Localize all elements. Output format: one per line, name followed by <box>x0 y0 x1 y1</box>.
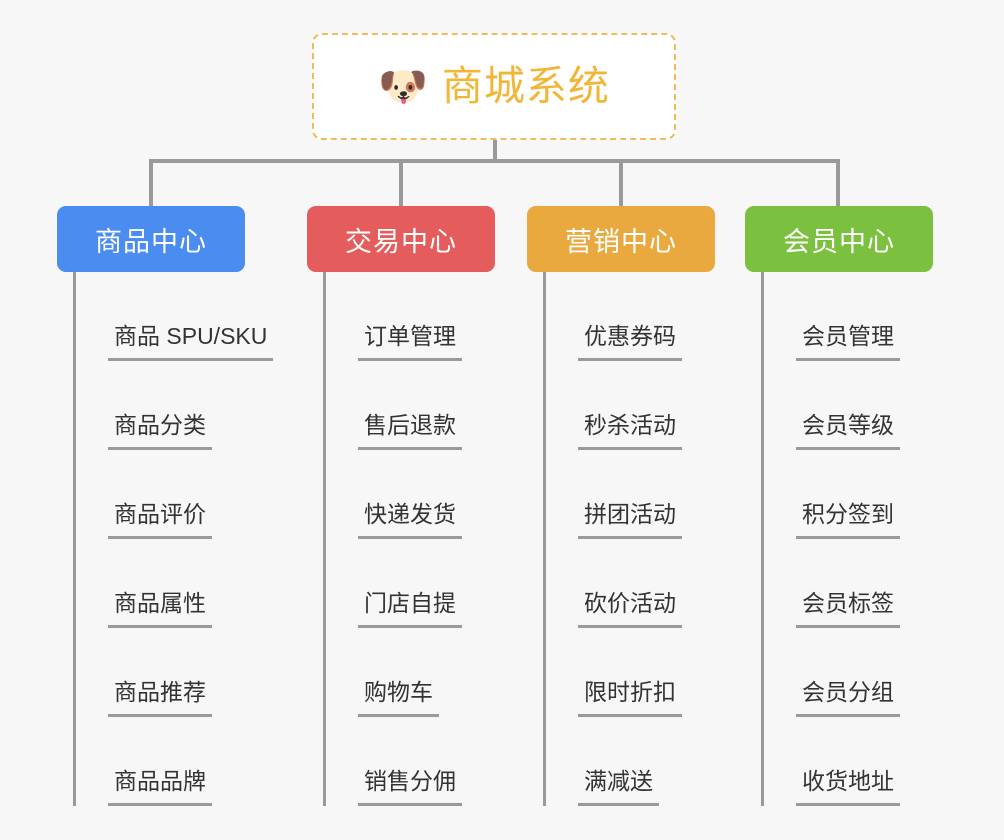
list-item[interactable]: 快递发货 <box>326 450 527 539</box>
list-item[interactable]: 拼团活动 <box>546 450 747 539</box>
leaf-label: 优惠券码 <box>578 322 682 361</box>
list-item[interactable]: 商品 SPU/SKU <box>76 272 277 361</box>
leaf-label: 商品品牌 <box>108 767 212 806</box>
column-product-center: 商品中心 商品 SPU/SKU 商品分类 商品评价 商品属性 商品推荐 商品品牌 <box>57 206 277 806</box>
connector-drop-1 <box>149 159 153 206</box>
leaf-label: 商品 SPU/SKU <box>108 322 274 361</box>
leaf-label: 满减送 <box>578 767 659 806</box>
leaf-label: 会员标签 <box>796 589 900 628</box>
leaf-label: 秒杀活动 <box>578 411 682 450</box>
connector-drop-4 <box>836 159 840 206</box>
leaf-label: 售后退款 <box>358 411 462 450</box>
category-header-product-center[interactable]: 商品中心 <box>57 206 245 272</box>
list-item[interactable]: 商品评价 <box>76 450 277 539</box>
list-item[interactable]: 订单管理 <box>326 272 527 361</box>
leaf-label: 订单管理 <box>358 322 462 361</box>
category-header-marketing-center[interactable]: 营销中心 <box>527 206 715 272</box>
leaf-list-member-center: 会员管理 会员等级 积分签到 会员标签 会员分组 收货地址 <box>761 272 965 806</box>
list-item[interactable]: 砍价活动 <box>546 539 747 628</box>
connector-drop-3 <box>619 159 623 206</box>
leaf-label: 积分签到 <box>796 500 900 539</box>
leaf-label: 砍价活动 <box>578 589 682 628</box>
list-item[interactable]: 商品属性 <box>76 539 277 628</box>
leaf-label: 会员管理 <box>796 322 900 361</box>
list-item[interactable]: 积分签到 <box>764 450 965 539</box>
list-item[interactable]: 购物车 <box>326 628 527 717</box>
category-header-trade-center[interactable]: 交易中心 <box>307 206 495 272</box>
leaf-label: 商品分类 <box>108 411 212 450</box>
leaf-label: 限时折扣 <box>578 678 682 717</box>
connector-bus <box>149 159 840 163</box>
list-item[interactable]: 满减送 <box>546 717 747 806</box>
list-item[interactable]: 会员标签 <box>764 539 965 628</box>
leaf-label: 销售分佣 <box>358 767 462 806</box>
list-item[interactable]: 商品品牌 <box>76 717 277 806</box>
list-item[interactable]: 商品推荐 <box>76 628 277 717</box>
leaf-label: 商品属性 <box>108 589 212 628</box>
root-node[interactable]: 🐶 商城系统 <box>312 33 676 140</box>
list-item[interactable]: 会员分组 <box>764 628 965 717</box>
connector-root-stem <box>493 140 497 161</box>
list-item[interactable]: 售后退款 <box>326 361 527 450</box>
leaf-label: 收货地址 <box>796 767 900 806</box>
leaf-label: 购物车 <box>358 678 439 717</box>
leaf-label: 商品评价 <box>108 500 212 539</box>
leaf-label: 门店自提 <box>358 589 462 628</box>
column-member-center: 会员中心 会员管理 会员等级 积分签到 会员标签 会员分组 收货地址 <box>745 206 965 806</box>
list-item[interactable]: 会员等级 <box>764 361 965 450</box>
column-trade-center: 交易中心 订单管理 售后退款 快递发货 门店自提 购物车 销售分佣 <box>307 206 527 806</box>
list-item[interactable]: 优惠券码 <box>546 272 747 361</box>
list-item[interactable]: 商品分类 <box>76 361 277 450</box>
leaf-label: 会员等级 <box>796 411 900 450</box>
leaf-label: 快递发货 <box>358 500 462 539</box>
leaf-list-trade-center: 订单管理 售后退款 快递发货 门店自提 购物车 销售分佣 <box>323 272 527 806</box>
list-item[interactable]: 收货地址 <box>764 717 965 806</box>
leaf-label: 拼团活动 <box>578 500 682 539</box>
list-item[interactable]: 销售分佣 <box>326 717 527 806</box>
leaf-list-product-center: 商品 SPU/SKU 商品分类 商品评价 商品属性 商品推荐 商品品牌 <box>73 272 277 806</box>
column-marketing-center: 营销中心 优惠券码 秒杀活动 拼团活动 砍价活动 限时折扣 满减送 <box>527 206 747 806</box>
list-item[interactable]: 限时折扣 <box>546 628 747 717</box>
list-item[interactable]: 秒杀活动 <box>546 361 747 450</box>
leaf-list-marketing-center: 优惠券码 秒杀活动 拼团活动 砍价活动 限时折扣 满减送 <box>543 272 747 806</box>
leaf-label: 会员分组 <box>796 678 900 717</box>
list-item[interactable]: 门店自提 <box>326 539 527 628</box>
category-header-member-center[interactable]: 会员中心 <box>745 206 933 272</box>
list-item[interactable]: 会员管理 <box>764 272 965 361</box>
connector-drop-2 <box>399 159 403 206</box>
dog-face-icon: 🐶 <box>378 64 428 109</box>
leaf-label: 商品推荐 <box>108 678 212 717</box>
root-title: 商城系统 <box>441 63 610 109</box>
